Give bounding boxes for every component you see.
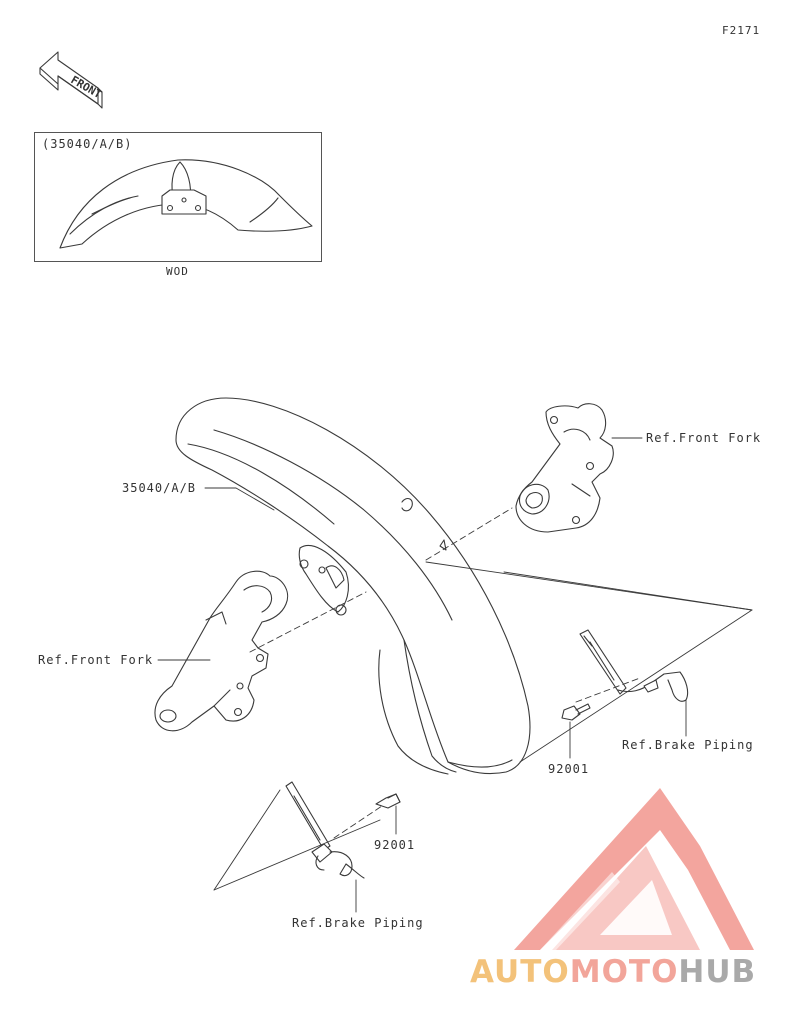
right-front-fork-drawing: [515, 403, 614, 533]
inset-label: (35040/A/B): [42, 137, 133, 151]
inset-caption: WOD: [166, 265, 189, 278]
watermark-text: AUTOMOTOHUB: [470, 954, 756, 990]
inset-frame: [34, 132, 322, 262]
left-brake-piping-clamp-drawing: [285, 781, 365, 879]
callout-bolt-right: 92001: [548, 762, 590, 776]
leader-lines: [157, 437, 687, 913]
front-fender-drawing: [175, 397, 531, 775]
callout-brake-piping-right: Ref.Brake Piping: [622, 738, 754, 752]
inset-fender-drawing: [59, 159, 313, 249]
callout-brake-piping-left: Ref.Brake Piping: [292, 916, 424, 930]
watermark-logo-icon: [514, 788, 754, 950]
left-bolt-drawing: [375, 793, 401, 809]
right-brake-piping-clamp-drawing: [579, 629, 689, 702]
left-front-fork-drawing: [154, 570, 288, 732]
callout-bolt-left: 92001: [374, 838, 416, 852]
figure-code: F2171: [722, 24, 761, 37]
callout-front-fork-left: Ref.Front Fork: [38, 653, 154, 667]
watermark-part-hub: HUB: [678, 954, 757, 990]
watermark-part-auto: AUTO: [470, 954, 570, 990]
reference-lines: [213, 561, 753, 891]
right-bolt-drawing: [561, 703, 591, 721]
assembly-lines: [249, 507, 641, 839]
callout-fender-part: 35040/A/B: [122, 481, 197, 495]
callout-front-fork-right: Ref.Front Fork: [646, 431, 762, 445]
watermark-part-moto: MOTO: [569, 954, 679, 990]
front-direction-arrow-icon: FRONT: [39, 51, 105, 109]
front-arrow-text: FRONT: [69, 73, 105, 101]
